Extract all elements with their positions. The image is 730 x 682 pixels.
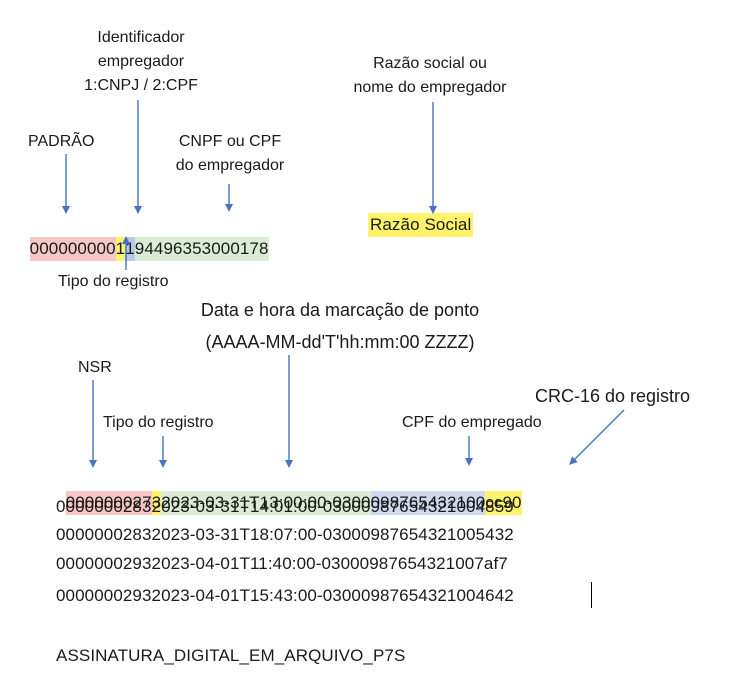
data-hora-line-2: (AAAA-MM-dd'T'hh:mm:00 ZZZZ): [205, 332, 475, 352]
cnpj-cpf-line-2: do empregador: [175, 157, 285, 174]
padrao-segment: 000000000: [29, 237, 116, 261]
cpf-empregado-label: CPF do empregado: [402, 414, 542, 431]
record-line: 00000002832023-03-31T14:01:00-0300098765…: [56, 497, 514, 516]
tipo-registro-label: Tipo do registro: [103, 414, 214, 431]
razao-social-label: Razão social ou nome do empregador: [320, 52, 540, 100]
data-hora-line-1: Data e hora da marcação de ponto: [200, 300, 480, 320]
identificador-label: Identificador empregador 1:CNPJ / 2:CPF: [66, 26, 216, 98]
arrow-crc: [569, 409, 625, 465]
identificador-line-2: empregador: [97, 53, 185, 70]
data-hora-label: Data e hora da marcação de ponto (AAAA-M…: [160, 294, 520, 358]
cnpj-cpf-label: CNPF ou CPF do empregador: [150, 130, 310, 178]
razao-social-value: Razão Social: [368, 213, 474, 237]
razao-social-line-2: nome do empregador: [353, 79, 507, 96]
razao-social-line-1: Razão social ou: [373, 55, 487, 72]
cpf-segment: 098765432100: [370, 491, 486, 515]
cnpj-segment: 94496353000178: [134, 237, 269, 261]
first-record: 00000002732023-03-31T13:00:00-0300098765…: [56, 467, 522, 515]
record-line: 00000002932023-04-01T15:43:00-0300098765…: [56, 586, 514, 605]
identificador-segment: 1: [125, 237, 135, 261]
crc-label: CRC-16 do registro: [535, 386, 691, 406]
tipo-segment-2: 3: [151, 491, 162, 515]
tipo-segment: 1: [115, 237, 126, 261]
record-line: 00000002832023-03-31T18:07:00-0300098765…: [56, 525, 514, 544]
padrao-label: PADRÃO: [28, 133, 95, 150]
nsr-label: NSR: [78, 359, 112, 376]
text-cursor: [591, 582, 592, 608]
datetime-segment: 2023-03-31T13:00:00-0300: [161, 491, 371, 515]
footer-signature: ASSINATURA_DIGITAL_EM_ARQUIVO_P7S: [56, 646, 406, 665]
cnpj-cpf-line-1: CNPF ou CPF: [178, 133, 282, 150]
header-record: 0000000001194496353000178: [20, 213, 269, 261]
nsr-segment: 000000027: [65, 491, 152, 515]
record-line: 00000002932023-04-01T11:40:00-0300098765…: [56, 554, 508, 573]
identificador-line-1: Identificador: [97, 29, 185, 46]
identificador-line-3: 1:CNPJ / 2:CPF: [84, 77, 198, 94]
crc-segment: cc90: [485, 491, 522, 515]
tipo-registro-top-label: Tipo do registro: [58, 273, 169, 290]
